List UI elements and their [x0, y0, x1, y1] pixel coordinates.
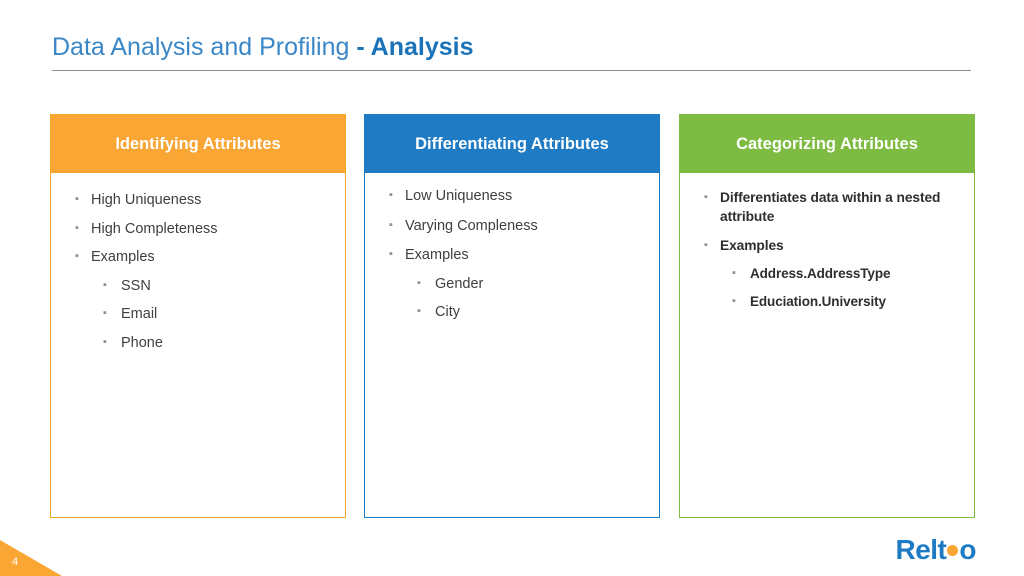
logo-dot-icon [947, 545, 959, 557]
list-item: ▪ High Uniqueness [65, 191, 331, 211]
bullet-icon: ▪ [732, 295, 736, 308]
bullet-icon: ▪ [75, 193, 79, 205]
list-item: ▪ Examples ▪ Gender ▪ City [379, 246, 645, 323]
list-item: ▪ Differentiates data within a nested at… [694, 189, 960, 226]
column-body-differentiating: ▪ Low Uniqueness ▪ Varying Compleness ▪ … [365, 173, 659, 323]
list-item: ▪ Email [91, 305, 331, 325]
list-item: ▪ High Completeness [65, 220, 331, 240]
page-title-main: Data Analysis and Profiling [52, 33, 350, 61]
list-item-label: Gender [435, 275, 484, 292]
bullet-list: ▪ Low Uniqueness ▪ Varying Compleness ▪ … [379, 187, 645, 323]
sub-bullet-list: ▪ Address.AddressType ▪ Educiation.Unive… [720, 265, 960, 311]
list-item-label: Varying Compleness [405, 217, 538, 234]
list-item: ▪ Examples ▪ SSN ▪ Email ▪ Pho [65, 248, 331, 353]
bullet-icon: ▪ [389, 189, 393, 201]
column-heading-differentiating: Differentiating Attributes [365, 115, 659, 173]
bullet-list: ▪ Differentiates data within a nested at… [694, 189, 960, 311]
list-item: ▪ Phone [91, 334, 331, 354]
list-item-label: Examples [720, 238, 784, 254]
bullet-icon: ▪ [704, 191, 708, 203]
sub-bullet-list: ▪ SSN ▪ Email ▪ Phone [91, 277, 331, 354]
bullet-icon: ▪ [103, 278, 107, 291]
logo-text-part1: Relt [895, 534, 947, 565]
list-item-label: High Completeness [91, 220, 218, 237]
list-item: ▪ Examples ▪ Address.AddressType ▪ Educi… [694, 237, 960, 311]
column-identifying-attributes: Identifying Attributes ▪ High Uniqueness… [50, 114, 346, 518]
page-title: Data Analysis and Profiling - Analysis [52, 33, 972, 62]
page-corner-decoration [0, 540, 62, 576]
list-item: ▪ SSN [91, 277, 331, 297]
column-heading-identifying: Identifying Attributes [51, 115, 345, 173]
bullet-icon: ▪ [417, 276, 421, 289]
bullet-list: ▪ High Uniqueness ▪ High Completeness ▪ … [65, 191, 331, 353]
list-item-label: High Uniqueness [91, 192, 202, 208]
column-differentiating-attributes: Differentiating Attributes ▪ Low Uniquen… [364, 114, 660, 518]
list-item-label: Differentiates data within a nested attr… [720, 190, 941, 224]
list-item: ▪ Varying Compleness [379, 217, 645, 237]
bullet-icon: ▪ [103, 307, 107, 320]
list-item-label: Address.AddressType [750, 265, 891, 281]
bullet-icon: ▪ [704, 239, 708, 252]
list-item-label: Email [121, 306, 158, 323]
list-item-label: Examples [405, 247, 469, 264]
bullet-icon: ▪ [417, 305, 421, 318]
bullet-icon: ▪ [103, 335, 107, 348]
bullet-icon: ▪ [732, 266, 736, 279]
list-item-label: Educiation.University [750, 294, 886, 310]
attribute-columns: Identifying Attributes ▪ High Uniqueness… [0, 114, 1024, 519]
bullet-icon: ▪ [389, 218, 393, 231]
list-item: ▪ Low Uniqueness [379, 187, 645, 207]
column-body-categorizing: ▪ Differentiates data within a nested at… [680, 173, 974, 311]
title-divider [52, 70, 971, 71]
list-item: ▪ Address.AddressType [720, 265, 960, 283]
page-number: 4 [12, 556, 19, 568]
column-body-identifying: ▪ High Uniqueness ▪ High Completeness ▪ … [51, 173, 345, 353]
list-item-label: Examples [91, 249, 155, 266]
logo-text-part2: o [959, 534, 976, 565]
list-item: ▪ Educiation.University [720, 293, 960, 311]
bullet-icon: ▪ [75, 221, 79, 234]
sub-bullet-list: ▪ Gender ▪ City [405, 275, 645, 323]
list-item: ▪ City [405, 303, 645, 323]
list-item: ▪ Gender [405, 275, 645, 295]
list-item-label: Low Uniqueness [405, 188, 513, 204]
column-heading-categorizing: Categorizing Attributes [680, 115, 974, 173]
list-item-label: SSN [121, 277, 151, 294]
list-item-label: Phone [121, 334, 163, 351]
bullet-icon: ▪ [75, 250, 79, 263]
column-categorizing-attributes: Categorizing Attributes ▪ Differentiates… [679, 114, 975, 518]
list-item-label: City [435, 304, 460, 321]
page-title-sub: - Analysis [349, 33, 474, 61]
bullet-icon: ▪ [389, 248, 393, 261]
